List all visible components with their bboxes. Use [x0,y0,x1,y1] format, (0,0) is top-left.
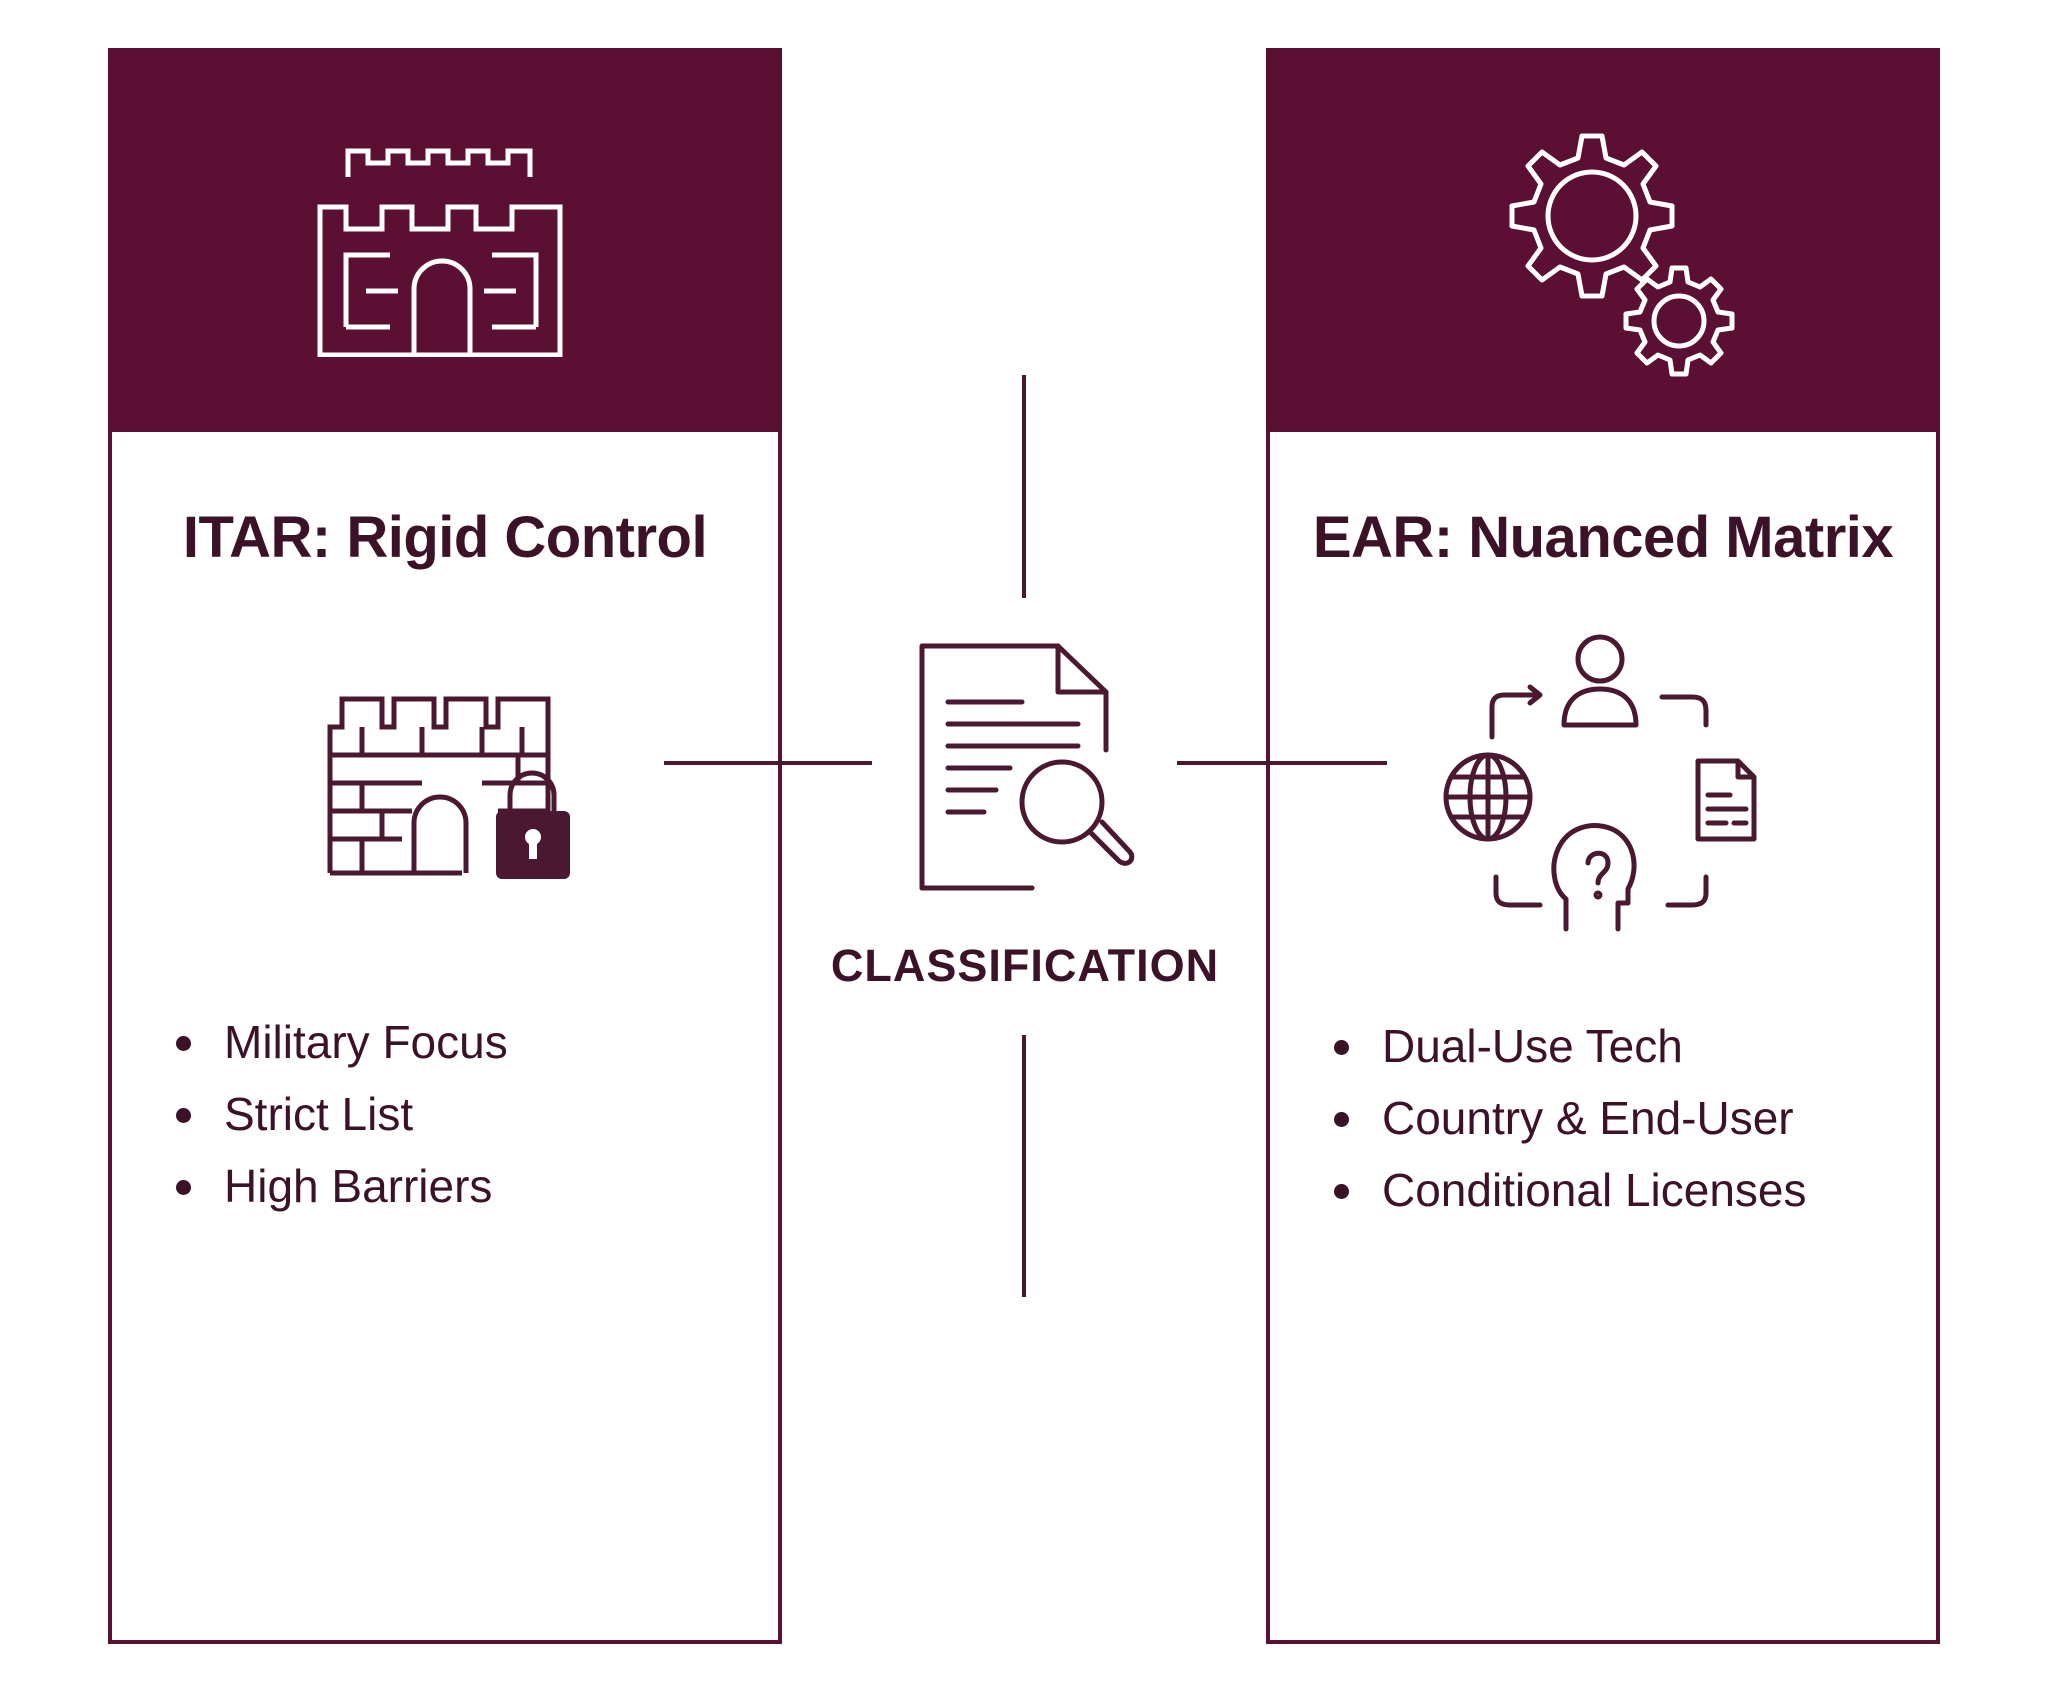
itar-title: ITAR: Rigid Control [182,505,708,570]
itar-panel: ITAR: Rigid Control Military Focus Stric… [108,48,782,1644]
classification-label: CLASSIFICATION [830,940,1220,991]
list-item: Military Focus [172,1006,508,1078]
itar-bullet-list: Military Focus Strict List High Barriers [172,1006,508,1222]
connector-top [1022,375,1026,598]
connector-left [664,761,872,765]
list-item: High Barriers [172,1150,508,1222]
list-item: Country & End-User [1330,1082,1807,1154]
gears-icon [1509,133,1735,377]
fortress-lock-icon [327,696,570,879]
matrix-cycle-icon [1443,634,1757,932]
connector-bottom [1022,1035,1026,1297]
castle-icon [317,148,563,357]
itar-panel-header [112,52,778,432]
connector-right [1177,761,1387,765]
document-search-icon [919,643,1135,891]
list-item: Strict List [172,1078,508,1150]
ear-bullet-list: Dual-Use Tech Country & End-User Conditi… [1330,1010,1807,1226]
list-item: Dual-Use Tech [1330,1010,1807,1082]
list-item: Conditional Licenses [1330,1154,1807,1226]
ear-panel: EAR: Nuanced Matrix [1266,48,1940,1644]
ear-title: EAR: Nuanced Matrix [1312,505,1894,570]
globe-icon [1443,752,1533,842]
ear-panel-header [1270,52,1936,432]
